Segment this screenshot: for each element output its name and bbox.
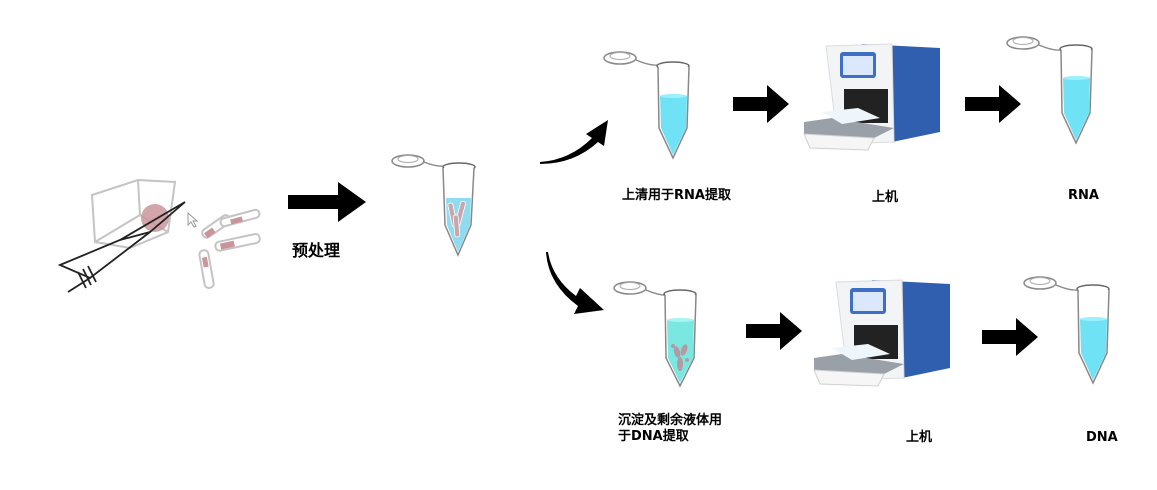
tissue-scalpel-sketch-icon [57, 178, 261, 293]
supernatant-label: 上清用于RNA提取 [622, 188, 731, 203]
dna-result-arrow-icon [982, 318, 1038, 356]
dna-machine-arrow-icon [746, 312, 802, 350]
precipitate-label-line2: 于DNA提取 [618, 429, 689, 444]
precipitate-label-line1: 沉淀及剩余液体用 [618, 413, 723, 428]
pretreatment-label: 预处理 [292, 241, 341, 260]
rna-extraction-machine-icon [803, 43, 940, 151]
rna-result-label: RNA [1068, 188, 1099, 203]
rna-machine-arrow-icon [733, 85, 789, 123]
dna-machine-label: 上机 [906, 430, 933, 445]
dna-tube-icon [1023, 276, 1110, 385]
rna-machine-label: 上机 [872, 190, 899, 205]
pretreatment-arrow-icon [288, 182, 366, 222]
rna-tube-icon [1006, 36, 1093, 145]
dna-extraction-machine-icon [813, 279, 950, 387]
branch-down-arrow-icon [546, 252, 604, 314]
dna-result-label: DNA [1086, 430, 1118, 445]
tube-with-tissue-icon [391, 154, 476, 257]
supernatant-tube-icon [603, 51, 690, 160]
precipitate-tube-icon [613, 281, 697, 388]
branch-up-arrow-icon [540, 120, 608, 164]
rna-result-arrow-icon [965, 85, 1021, 123]
